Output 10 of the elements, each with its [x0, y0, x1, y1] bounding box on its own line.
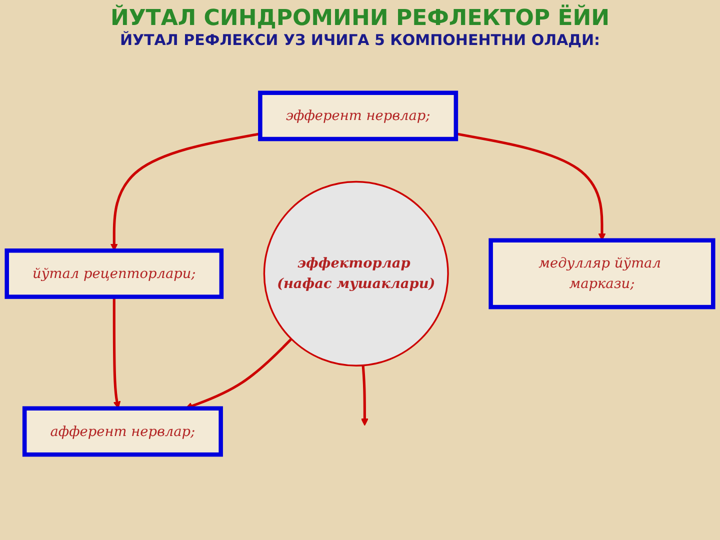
node-box: йўтал рецепторлари; — [4, 248, 224, 300]
subtitle: ЙУТАЛ РЕФЛЕКСИ УЗ ИЧИГА 5 КОМПОНЕНТНИ ОЛАДИ: — [118, 31, 602, 49]
arrow — [110, 132, 260, 252]
node-box: медулляр йўтал маркази; — [488, 238, 716, 310]
arrow — [360, 366, 368, 426]
node-box: афферент нервлар; — [22, 406, 223, 457]
title: ЙУТАЛ СИНДРОМИНИ РЕФЛЕКТОР ЁЙИ — [109, 6, 611, 31]
arrow — [456, 132, 606, 241]
node-box: эфферент нервлар; — [258, 91, 458, 142]
node-circle: эффекторлар (нафас мушаклари) — [263, 181, 449, 367]
